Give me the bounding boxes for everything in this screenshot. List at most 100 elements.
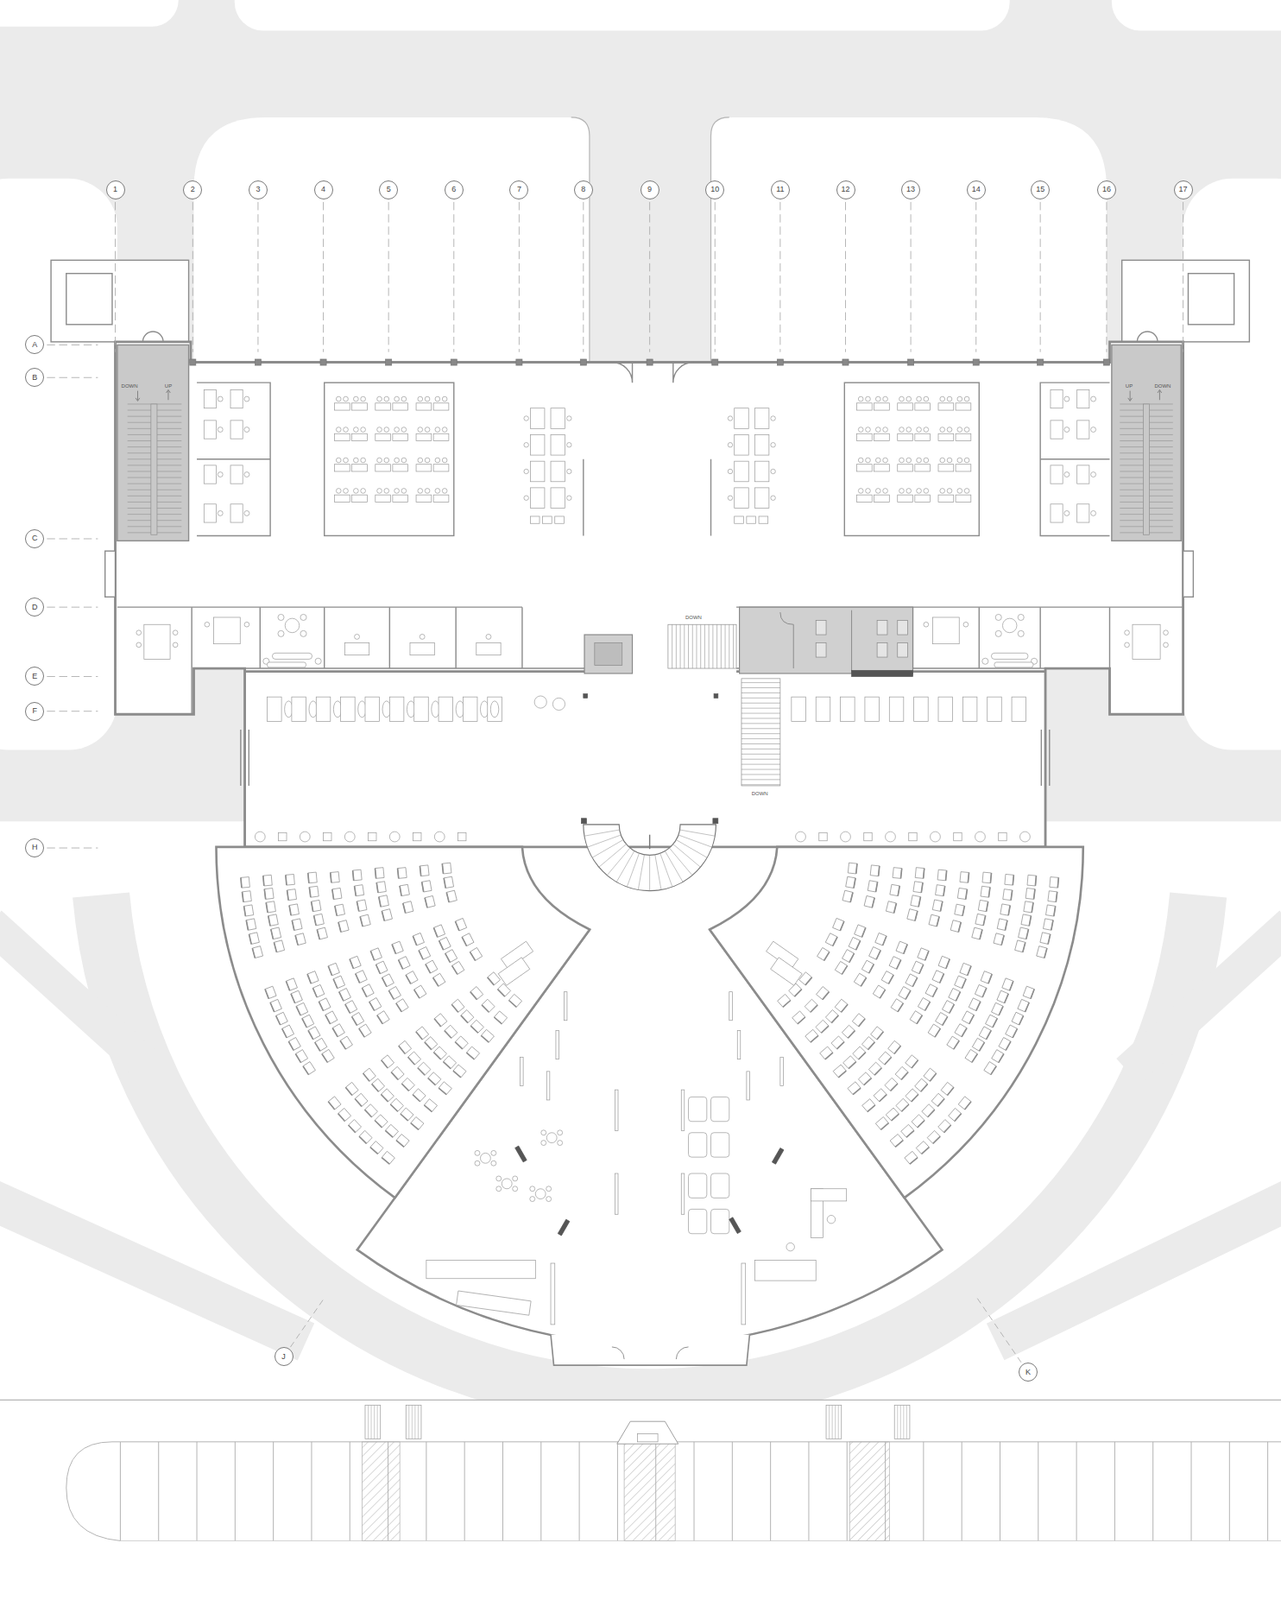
auditorium-seat — [911, 960, 923, 974]
auditorium-seat — [915, 1078, 928, 1092]
stair — [586, 834, 621, 847]
auditorium-seat — [370, 1141, 384, 1155]
foyer-furniture — [737, 1030, 741, 1060]
lobby-furniture — [267, 662, 307, 668]
foyer-furniture — [535, 1188, 546, 1199]
desk — [335, 396, 341, 402]
grid-line — [977, 1297, 1022, 1363]
auditorium-seat — [841, 1024, 855, 1038]
auditorium-seat — [433, 927, 437, 937]
auditorium-seat — [265, 989, 269, 999]
auditorium-seat — [418, 946, 431, 960]
desk — [955, 403, 972, 411]
auditorium-seat — [416, 1026, 430, 1040]
parking-stall — [502, 1441, 504, 1541]
auditorium-seat — [453, 1064, 467, 1078]
auditorium-seat — [998, 1036, 1011, 1050]
auditorium-seat — [417, 1061, 431, 1075]
auditorium-seat — [954, 1113, 962, 1122]
desk — [485, 633, 492, 639]
parking-stall — [119, 1441, 121, 1541]
auditorium-seat — [1002, 978, 1014, 991]
grid-line — [46, 710, 98, 712]
auditorium-seat — [998, 1053, 1004, 1062]
auditorium-seat — [937, 869, 947, 881]
stair — [741, 783, 781, 785]
auditorium-seat — [328, 962, 340, 975]
restroom — [815, 643, 827, 658]
elevator — [584, 634, 633, 674]
parking-stall — [884, 1441, 886, 1541]
auditorium-seat — [328, 1096, 341, 1110]
desk — [964, 488, 970, 494]
desk — [377, 427, 383, 433]
lobby-furniture — [368, 832, 377, 840]
lobby-furniture — [267, 696, 283, 721]
grid-line — [582, 201, 584, 353]
building-wall — [50, 259, 1250, 847]
auditorium-seat — [810, 1034, 819, 1042]
auditorium-seat — [917, 1120, 925, 1128]
auditorium-seat — [985, 1014, 998, 1028]
auditorium-seat — [1010, 889, 1013, 901]
desk — [230, 389, 243, 408]
structural-column — [189, 359, 1111, 366]
auditorium-seat — [1025, 888, 1035, 900]
desk — [203, 420, 216, 439]
structural-column — [1103, 359, 1110, 366]
lobby-furniture — [1020, 831, 1031, 842]
grid-line — [257, 201, 259, 353]
parking-stall — [157, 1441, 159, 1541]
auditorium-seat — [428, 1072, 442, 1086]
auditorium-seat — [240, 877, 250, 889]
auditorium-seat — [1015, 940, 1026, 953]
foyer-furniture — [512, 1186, 518, 1192]
auditorium-seat — [377, 1015, 383, 1024]
stair — [741, 717, 781, 719]
auditorium-seat — [905, 1054, 919, 1068]
auditorium-seat — [340, 1035, 353, 1049]
parking-stall — [579, 1441, 581, 1541]
auditorium-seat — [848, 936, 861, 950]
auditorium-seat — [875, 932, 887, 945]
structural-column — [776, 359, 783, 366]
desk — [567, 416, 572, 421]
auditorium-seat — [433, 972, 446, 986]
auditorium-seat — [412, 1088, 426, 1102]
auditorium-seat — [843, 1055, 857, 1069]
auditorium-seat — [321, 1048, 335, 1062]
desk — [734, 408, 750, 430]
auditorium-seat — [1030, 989, 1035, 999]
auditorium-seat — [369, 997, 382, 1010]
bike-rack — [832, 1404, 833, 1439]
auditorium-seat — [894, 902, 897, 913]
auditorium-seat — [242, 890, 253, 903]
bike-rack — [834, 1404, 836, 1439]
lobby-furniture — [889, 696, 904, 721]
auditorium-seat — [289, 903, 299, 915]
auditorium-seat — [454, 1035, 468, 1049]
parking-stall — [196, 1441, 198, 1541]
auditorium-seat — [880, 1123, 889, 1130]
lobby-furniture — [962, 696, 978, 721]
auditorium-seat — [312, 984, 324, 998]
auditorium-seat — [295, 1049, 308, 1063]
grid-label: 11 — [776, 185, 784, 194]
desk — [990, 652, 1029, 659]
auditorium-seat — [289, 905, 291, 916]
desk — [433, 433, 449, 441]
stair — [741, 738, 781, 739]
desk — [906, 427, 912, 433]
structural-column — [908, 359, 915, 366]
desk — [435, 396, 441, 402]
auditorium-seat — [1049, 877, 1059, 889]
auditorium-seat — [508, 999, 517, 1007]
grid-label: 2 — [190, 185, 196, 194]
site-ground — [0, 1399, 1281, 1600]
desk — [883, 427, 889, 433]
site-ground — [0, 922, 153, 1071]
auditorium-seat — [470, 1025, 479, 1033]
auditorium-seat — [805, 1028, 819, 1042]
desk — [424, 488, 430, 494]
desk — [203, 389, 216, 408]
